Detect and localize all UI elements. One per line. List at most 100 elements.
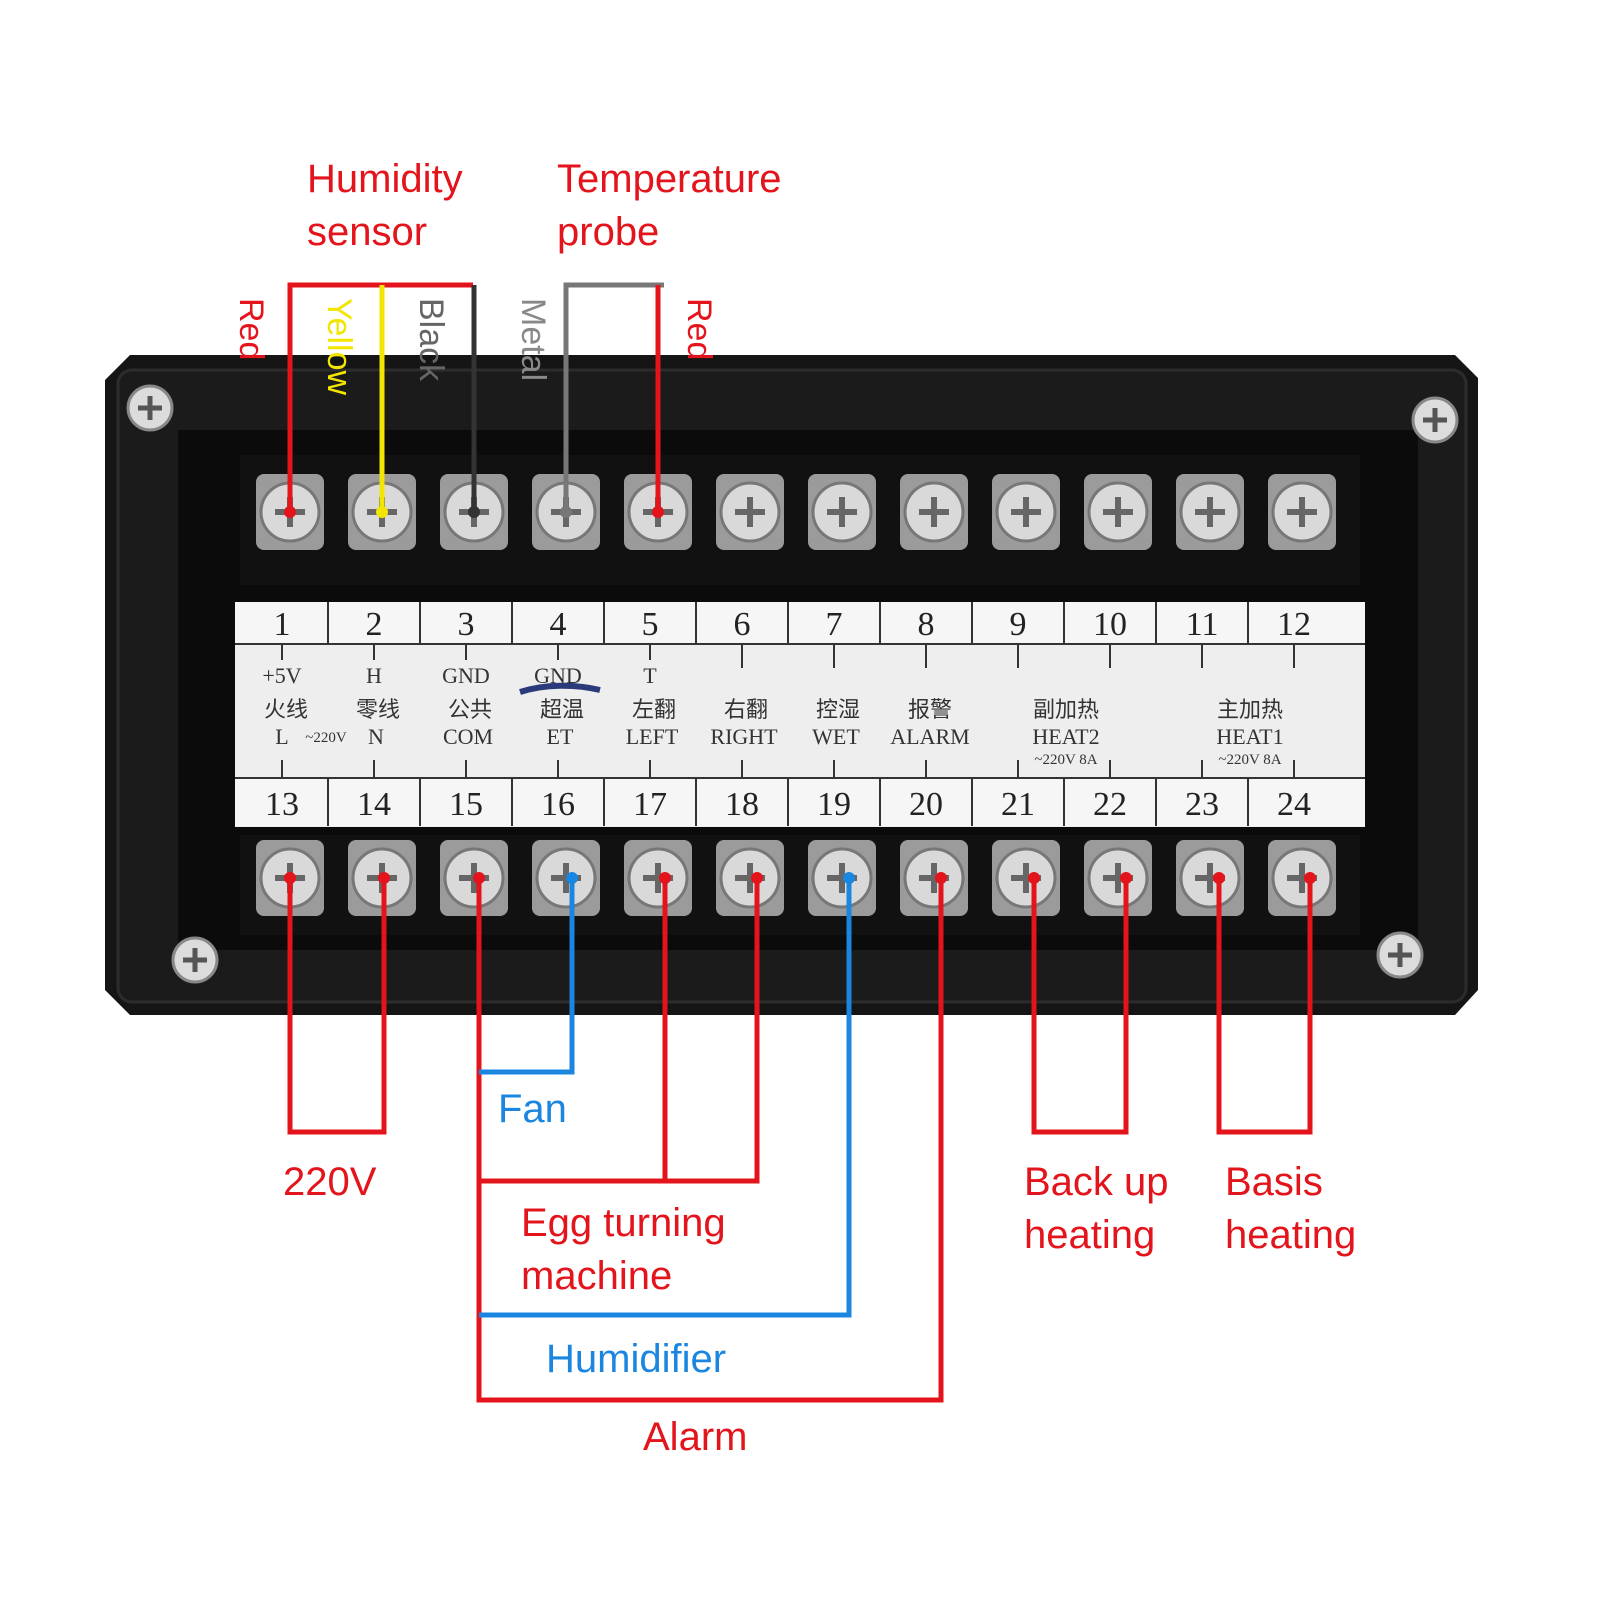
terminal-screw-17 — [624, 840, 692, 916]
terminal-number: 19 — [817, 786, 851, 823]
terminal-screw-21 — [992, 840, 1060, 916]
terminal-number: 1 — [274, 606, 291, 643]
signal-label: +5V — [262, 663, 301, 688]
signal-label: GND — [442, 663, 490, 688]
pen-mark — [519, 682, 601, 695]
signal-label: T — [643, 663, 657, 688]
terminal-number: 3 — [458, 606, 475, 643]
terminal-number: 5 — [642, 606, 659, 643]
en-label: ET — [547, 724, 574, 749]
en-label: WET — [812, 724, 860, 749]
terminal-number: 9 — [1010, 606, 1027, 643]
temperature-probe-label-line2: probe — [557, 210, 659, 254]
humidity-sensor-label-line1: Humidity — [307, 157, 463, 201]
en-label: RIGHT — [710, 724, 778, 749]
wire-end-dots — [284, 506, 664, 518]
cn-label: 副加热 — [1033, 697, 1099, 722]
terminal-number: 20 — [909, 786, 943, 823]
terminal-number: 17 — [633, 786, 667, 823]
cn-label: 公共 — [448, 697, 492, 722]
power-220v-label: 220V — [283, 1160, 377, 1204]
output-wires — [287, 878, 1313, 1403]
power-220v-wire — [287, 878, 387, 1135]
backup-heating-label-line2: heating — [1024, 1213, 1155, 1257]
wire-end-dots — [284, 872, 1316, 884]
wire-color-label-black: Black — [412, 298, 450, 382]
terminal-screw-23 — [1176, 840, 1244, 916]
humidity-sensor-red-wire — [287, 282, 473, 512]
egg-turning-wire — [479, 878, 760, 1184]
terminal-number: 21 — [1001, 786, 1035, 823]
terminal-number: 8 — [918, 606, 935, 643]
terminal-number: 24 — [1277, 786, 1311, 823]
humidifier-wire — [479, 878, 852, 1318]
corner-screw-icon — [171, 936, 219, 984]
label-strip: 1 2 3 4 5 6 7 8 9 10 11 12 +5V H GND GND… — [235, 602, 1365, 827]
com-wire — [476, 878, 944, 1403]
terminal-number: 12 — [1277, 606, 1311, 643]
wire-color-label-red: Red — [680, 298, 718, 360]
terminal-number: 23 — [1185, 786, 1219, 823]
egg-turning-label-line1: Egg turning — [521, 1201, 726, 1245]
terminal-number: 22 — [1093, 786, 1127, 823]
backup-heating-label-line1: Back up — [1024, 1160, 1169, 1204]
cn-label: 零线 — [356, 697, 400, 722]
wire-color-label-metal: Metal — [514, 298, 552, 381]
terminal-number: 4 — [550, 606, 567, 643]
en-label: LEFT — [626, 724, 679, 749]
terminal-number: 15 — [449, 786, 483, 823]
en-label: L — [275, 724, 288, 749]
en-label: N — [368, 724, 384, 749]
terminal-number: 10 — [1093, 606, 1127, 643]
signal-label: GND — [534, 663, 582, 688]
wire-color-label-red: Red — [232, 298, 270, 360]
cn-label: 火线 — [264, 697, 308, 722]
terminal-screw-19 — [808, 840, 876, 916]
temperature-probe-label-line1: Temperature — [557, 157, 782, 201]
heat1-rating: ~220V 8A — [1218, 752, 1281, 768]
terminal-number: 6 — [734, 606, 751, 643]
cn-label: 超温 — [540, 697, 584, 722]
fan-wire — [479, 878, 575, 1075]
terminal-screw-18 — [716, 840, 784, 916]
cn-label: 控湿 — [816, 697, 860, 722]
terminal-screw-12 — [1268, 474, 1336, 550]
corner-screw-icon — [1411, 396, 1459, 444]
sensor-wires — [287, 282, 664, 512]
v220-small-label: ~220V — [305, 730, 347, 746]
terminal-screw-22 — [1084, 840, 1152, 916]
terminal-screw-8 — [900, 474, 968, 550]
terminal-number: 16 — [541, 786, 575, 823]
egg-turning-label-line2: machine — [521, 1254, 672, 1298]
backup-heating-wire — [1031, 878, 1129, 1135]
terminal-screw-24 — [1268, 840, 1336, 916]
wire-color-label-yellow: Yellow — [320, 298, 358, 395]
terminal-number: 14 — [357, 786, 391, 823]
terminal-number: 18 — [725, 786, 759, 823]
humidity-sensor-label-line2: sensor — [307, 210, 427, 254]
corner-screw-icon — [126, 384, 174, 432]
terminal-screw-10 — [1084, 474, 1152, 550]
alarm-label: Alarm — [643, 1415, 747, 1459]
terminal-screw-7 — [808, 474, 876, 550]
terminal-number: 2 — [366, 606, 383, 643]
terminal-number: 7 — [826, 606, 843, 643]
terminal-number: 13 — [265, 786, 299, 823]
top-terminal-block — [240, 455, 1360, 585]
fan-label: Fan — [498, 1087, 567, 1131]
heat2-rating: ~220V 8A — [1034, 752, 1097, 768]
terminal-number: 11 — [1186, 606, 1219, 643]
cn-label: 右翻 — [724, 697, 768, 722]
en-label: HEAT2 — [1032, 724, 1099, 749]
basis-heating-label-line2: heating — [1225, 1213, 1356, 1257]
cn-label: 主加热 — [1217, 697, 1283, 722]
basis-heating-wire — [1216, 878, 1313, 1135]
terminal-screw-6 — [716, 474, 784, 550]
humidifier-label: Humidifier — [546, 1337, 726, 1381]
signal-label: H — [366, 663, 382, 688]
cn-label: 左翻 — [632, 697, 676, 722]
en-label: COM — [443, 724, 493, 749]
corner-screw-icon — [1376, 931, 1424, 979]
bottom-terminal-block — [240, 835, 1360, 935]
